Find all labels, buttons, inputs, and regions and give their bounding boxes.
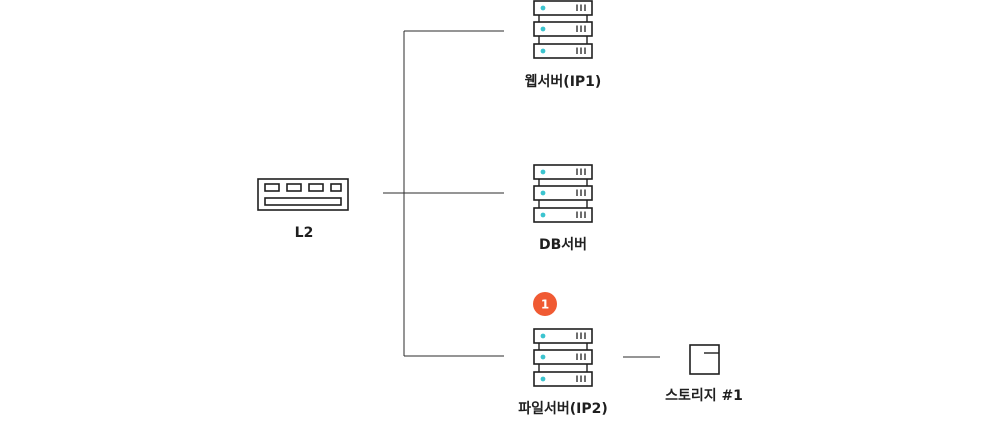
step-badge: 1 xyxy=(533,292,557,316)
db-server-node[interactable]: DB서버 xyxy=(533,164,593,253)
web-server-label: 웹서버(IP1) xyxy=(525,73,602,90)
step-badge-number: 1 xyxy=(541,298,549,312)
db-server-label: DB서버 xyxy=(539,236,587,253)
web-server-node[interactable]: 웹서버(IP1) xyxy=(525,0,602,90)
file-server-node[interactable]: 1 파일서버(IP2) xyxy=(518,292,608,417)
server-rack-icon xyxy=(533,328,593,387)
switch-icon xyxy=(257,178,349,211)
server-rack-icon xyxy=(533,0,593,59)
server-rack-icon xyxy=(533,164,593,223)
storage-node[interactable]: 스토리지 #1 xyxy=(665,344,743,404)
switch-label: L2 xyxy=(295,225,314,241)
file-server-label: 파일서버(IP2) xyxy=(518,400,608,417)
storage-icon xyxy=(689,344,720,375)
storage-label: 스토리지 #1 xyxy=(665,388,743,404)
connector-lines xyxy=(383,30,660,358)
switch-node[interactable]: L2 xyxy=(257,178,349,241)
